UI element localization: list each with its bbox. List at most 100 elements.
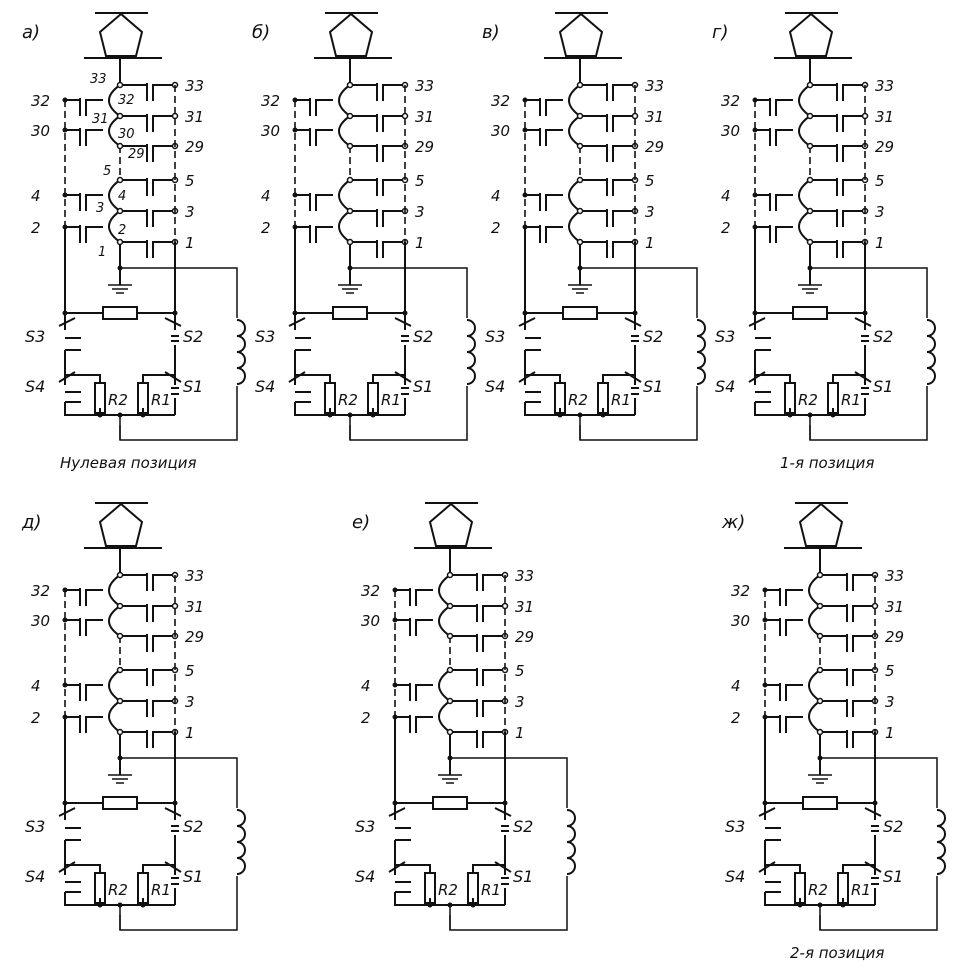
r1-label: R1 [151, 881, 171, 899]
ground-icon [568, 284, 592, 294]
switch-s3 [388, 803, 411, 865]
selector-arc [338, 210, 351, 243]
s4-label: S4 [255, 377, 275, 396]
node [816, 571, 824, 579]
contact-pair [120, 604, 175, 622]
left-terminal-label: 4 [491, 187, 501, 205]
contact-pair [525, 225, 563, 243]
right-terminal-label: 1 [185, 724, 195, 742]
contact-pair [450, 604, 505, 622]
switch-s1 [854, 371, 872, 415]
ground-icon [808, 774, 832, 784]
node [347, 412, 353, 418]
node [840, 902, 846, 908]
schematic-panel: а)333129531323042333231302954321S3S4S2S1… [22, 12, 246, 472]
ground-icon [798, 284, 822, 294]
node [116, 728, 124, 736]
contact-pair [580, 114, 635, 132]
node [97, 412, 103, 418]
node [576, 112, 584, 120]
node [501, 602, 509, 610]
contact-pair [65, 618, 103, 636]
switch-s4 [58, 861, 175, 906]
contact-pair [65, 225, 103, 243]
right-terminal-label: 31 [645, 108, 664, 126]
node [117, 902, 123, 908]
contact-pair [65, 715, 103, 733]
node [62, 800, 68, 806]
resistor [102, 306, 138, 320]
selector-arc [808, 669, 821, 702]
right-terminal-label: 3 [875, 203, 885, 221]
node [401, 112, 409, 120]
switch-s4 [288, 371, 405, 416]
position-caption: 1-я позиция [780, 454, 874, 472]
node [116, 176, 124, 184]
node [116, 697, 124, 705]
resistor [562, 306, 598, 320]
selector-arc [808, 574, 821, 607]
contact-pair [450, 668, 505, 686]
s2-label: S2 [873, 327, 893, 346]
node [861, 112, 869, 120]
contact-pair [755, 98, 793, 116]
r1-label: R1 [481, 881, 501, 899]
right-terminal-label: 1 [515, 724, 525, 742]
left-terminal-label: 32 [31, 92, 50, 110]
node [447, 902, 453, 908]
node [292, 310, 298, 316]
right-terminal-label: 1 [875, 234, 885, 252]
inner-label: 1 [98, 245, 106, 260]
contact-pair [350, 114, 405, 132]
node [871, 602, 879, 610]
left-terminal-label: 4 [261, 187, 271, 205]
node [600, 412, 606, 418]
contact-pair [350, 240, 405, 258]
ground-icon [338, 284, 362, 294]
node [140, 902, 146, 908]
node [392, 617, 398, 623]
node [806, 112, 814, 120]
switch-s1 [164, 861, 182, 905]
node [446, 728, 454, 736]
r2-label: R2 [108, 881, 128, 899]
node [816, 632, 824, 640]
contact-pair [450, 730, 505, 748]
contact-pair [580, 209, 635, 227]
node [427, 902, 433, 908]
contact-pair [765, 715, 803, 733]
left-terminal-label: 30 [31, 612, 50, 630]
s1-label: S1 [643, 377, 663, 396]
s1-label: S1 [183, 377, 203, 396]
selector-arc [108, 700, 121, 733]
switch-s3 [58, 313, 81, 375]
left-terminal-label: 4 [731, 677, 741, 695]
contact-pair [820, 634, 875, 652]
contact-pair [580, 178, 635, 196]
node [817, 755, 823, 761]
inner-label: 2 [118, 223, 126, 238]
pentagon-symbol [98, 502, 144, 547]
s2-label: S2 [883, 817, 903, 836]
node [762, 800, 768, 806]
panel-letter: г) [712, 22, 728, 43]
node [797, 902, 803, 908]
node [346, 81, 354, 89]
right-terminal-label: 31 [185, 108, 204, 126]
selector-arc [438, 605, 451, 637]
switch-s2 [164, 313, 182, 375]
right-terminal-label: 5 [885, 662, 895, 680]
node [347, 265, 353, 271]
selector-arc [108, 179, 121, 212]
switch-s4 [388, 861, 505, 906]
right-terminal-label: 3 [185, 693, 195, 711]
left-terminal-label: 30 [361, 612, 380, 630]
selector-arc [808, 605, 821, 637]
selector-arc [568, 115, 581, 147]
switch-s1 [164, 371, 182, 415]
node [830, 412, 836, 418]
left-terminal-label: 2 [731, 709, 741, 727]
resistor [332, 306, 368, 320]
s4-label: S4 [25, 377, 45, 396]
panel-letter: б) [252, 22, 270, 43]
